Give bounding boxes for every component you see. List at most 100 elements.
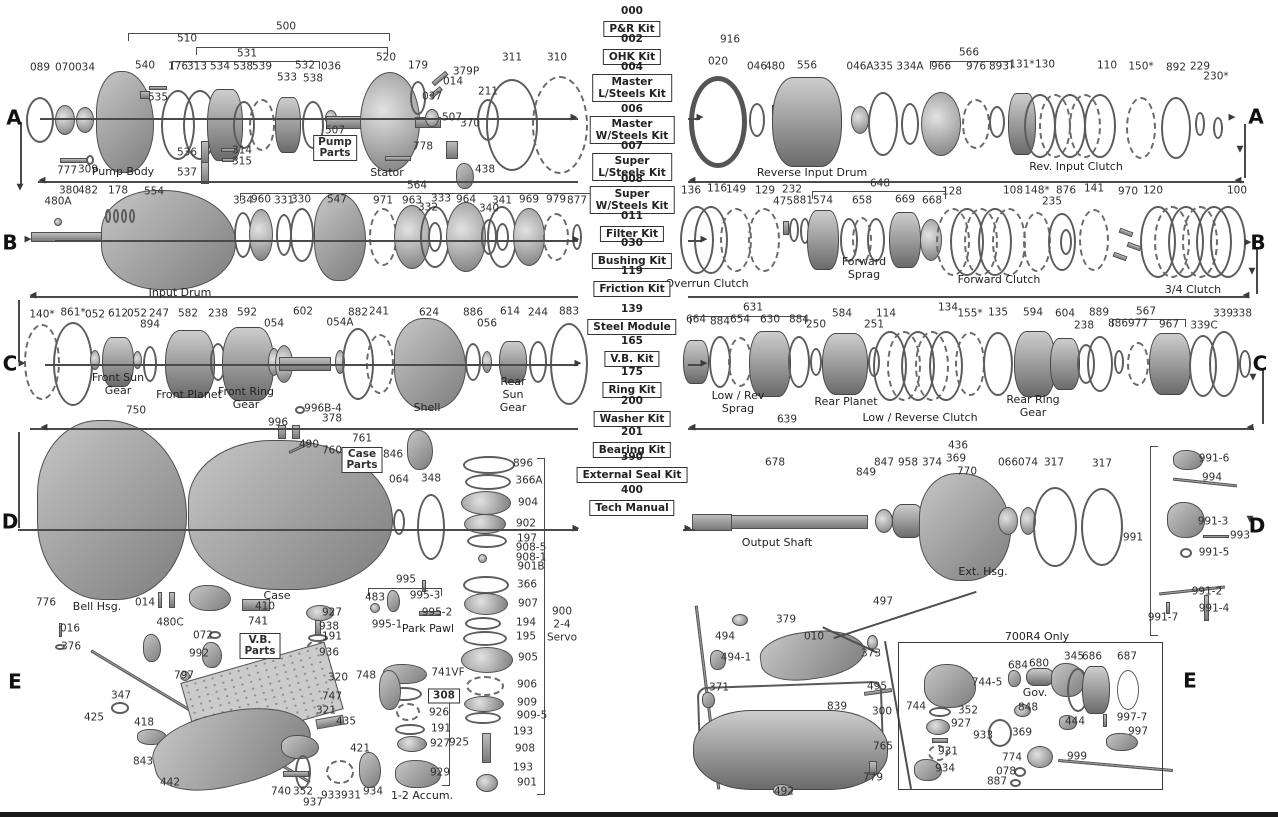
part-shape xyxy=(202,642,222,668)
group-label: Sprag xyxy=(721,402,755,416)
part-shape xyxy=(924,664,976,708)
part-callout: 376 xyxy=(60,640,82,653)
part-callout: 379P xyxy=(452,65,480,78)
part-shape xyxy=(988,719,1012,747)
part-callout: 927 xyxy=(950,717,972,730)
group-label: Low / Rev xyxy=(711,389,765,403)
part-shape xyxy=(482,351,492,373)
part-shape xyxy=(983,332,1013,396)
part-shape xyxy=(465,474,511,490)
part-shape xyxy=(1195,112,1205,136)
part-shape xyxy=(76,107,94,133)
part-callout: 510 xyxy=(176,32,198,45)
kit-label-line: L/Steels Kit xyxy=(598,167,666,180)
part-callout: 314 xyxy=(231,144,253,157)
part-shape xyxy=(1106,733,1138,751)
arrow-icon: ◀ xyxy=(688,175,696,186)
kit-number: 400 xyxy=(621,484,643,496)
kit-number: 004 xyxy=(621,61,643,73)
part-shape xyxy=(692,710,888,790)
arrow-icon: ▶ xyxy=(572,234,580,245)
part-callout: 886 xyxy=(1107,317,1129,330)
bracket xyxy=(172,61,320,69)
arrow-icon: ▶ xyxy=(1244,237,1252,248)
part-callout: 991-3 xyxy=(1197,515,1229,528)
boxed-label-line: Parts xyxy=(346,459,378,471)
part-callout: 564 xyxy=(406,179,428,192)
part-callout: 747 xyxy=(321,690,343,703)
part-callout: 916 xyxy=(719,33,741,46)
part-callout: 495 xyxy=(866,680,888,693)
part-callout: 194 xyxy=(515,616,537,629)
part-shape xyxy=(833,590,977,640)
part-callout: 191 xyxy=(430,722,452,735)
part-callout: 927 xyxy=(429,737,451,750)
part-shape xyxy=(1027,746,1053,768)
kit-number: 165 xyxy=(621,335,643,347)
part-shape xyxy=(914,759,942,781)
part-callout: 999 xyxy=(1066,750,1088,763)
part-shape xyxy=(1167,502,1205,538)
bracket xyxy=(128,33,390,41)
part-callout: 211 xyxy=(477,85,499,98)
part-callout: 963 xyxy=(401,194,423,207)
part-shape xyxy=(461,647,513,673)
part-callout: 037 xyxy=(421,90,443,103)
group-label: Rear Ring xyxy=(1006,393,1060,407)
part-callout: 839 xyxy=(826,700,848,713)
part-shape xyxy=(807,210,839,270)
part-callout: 861* xyxy=(60,306,86,319)
part-callout: 612 xyxy=(107,307,129,320)
part-callout: 232 xyxy=(781,183,803,196)
kit-label-line: OHK Kit xyxy=(608,51,656,63)
connector-line xyxy=(30,296,578,298)
part-callout: 229 xyxy=(1189,60,1211,73)
part-callout: 369 xyxy=(945,452,967,465)
kit-label-box: P&R Kit xyxy=(603,21,661,38)
connector-line xyxy=(688,181,1244,183)
part-callout: 937 xyxy=(302,796,324,809)
group-label: Front Ring xyxy=(218,385,274,399)
part-shape xyxy=(105,209,111,223)
part-shape xyxy=(26,97,54,143)
part-shape xyxy=(962,99,990,149)
part-callout: 150* xyxy=(1128,60,1154,73)
part-callout: 929 xyxy=(429,766,451,779)
bracket xyxy=(1112,319,1186,327)
bracket xyxy=(196,47,388,55)
part-callout: 574 xyxy=(812,194,834,207)
part-shape xyxy=(889,212,921,268)
part-callout: 993 xyxy=(1229,529,1251,542)
part-callout: 193 xyxy=(512,725,534,738)
arrow-icon: ◀ xyxy=(1234,175,1242,186)
boxed-label-line: Case xyxy=(347,447,377,460)
part-shape xyxy=(928,745,948,761)
part-callout: 129 xyxy=(754,184,776,197)
part-callout: 584 xyxy=(831,307,853,320)
part-callout: 379 xyxy=(775,613,797,626)
part-shape xyxy=(532,76,588,174)
part-callout: 540 xyxy=(134,59,156,72)
part-callout: 926 xyxy=(428,706,450,719)
part-callout: 741VF xyxy=(431,666,465,679)
part-callout: 901B xyxy=(517,560,545,573)
part-shape xyxy=(275,97,301,153)
group-label: Overrun Clutch xyxy=(665,277,749,291)
part-callout: 100 xyxy=(1226,184,1248,197)
part-callout: 310 xyxy=(546,51,568,64)
part-callout: 995-3 xyxy=(409,589,441,602)
kit-label-box: Washer Kit xyxy=(593,411,671,428)
part-callout: 338 xyxy=(1231,307,1253,320)
part-callout: 639 xyxy=(776,413,798,426)
arrow-icon: ▼ xyxy=(1248,266,1256,277)
part-callout: 927 xyxy=(321,606,343,619)
arrow-icon: ◀ xyxy=(29,290,37,301)
row-marker: C xyxy=(2,351,18,376)
part-shape xyxy=(326,760,354,784)
part-callout: 320 xyxy=(327,671,349,684)
kit-label-line: Washer Kit xyxy=(599,413,665,425)
part-callout: 648 xyxy=(869,177,891,190)
part-shape xyxy=(221,148,235,152)
